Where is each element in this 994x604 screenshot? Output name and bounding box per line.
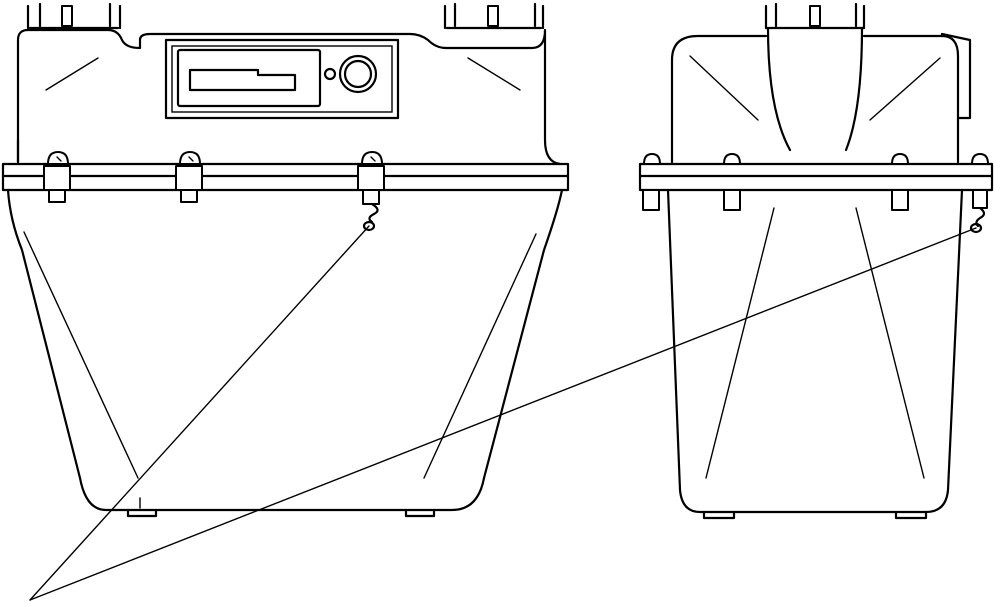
side-upper-housing xyxy=(670,34,960,164)
leader-line-side xyxy=(29,227,977,601)
bolt xyxy=(357,151,385,205)
bolt xyxy=(175,151,203,203)
front-view xyxy=(1,2,570,518)
front-flange xyxy=(1,162,570,192)
front-left-pipe xyxy=(26,2,122,30)
front-upper-housing xyxy=(16,28,562,166)
leader-line-front xyxy=(29,225,370,601)
side-pipe xyxy=(764,2,866,152)
side-feet xyxy=(702,510,928,520)
front-right-pipe xyxy=(443,2,545,30)
side-view xyxy=(638,2,994,520)
side-flange-bolts xyxy=(642,153,989,211)
side-seal-wire xyxy=(969,206,986,234)
leader-lines xyxy=(29,225,977,601)
front-seal-wire xyxy=(362,202,379,232)
bolt xyxy=(43,151,71,203)
bolt xyxy=(723,153,741,211)
side-lower-housing xyxy=(666,188,964,514)
index-window xyxy=(164,33,400,120)
front-feet xyxy=(126,508,436,518)
side-flange xyxy=(638,162,994,192)
front-lower-housing xyxy=(6,188,564,512)
front-flange-bolts xyxy=(43,151,385,205)
bolt xyxy=(891,153,909,211)
bolt xyxy=(642,153,661,211)
bolt xyxy=(971,153,989,209)
